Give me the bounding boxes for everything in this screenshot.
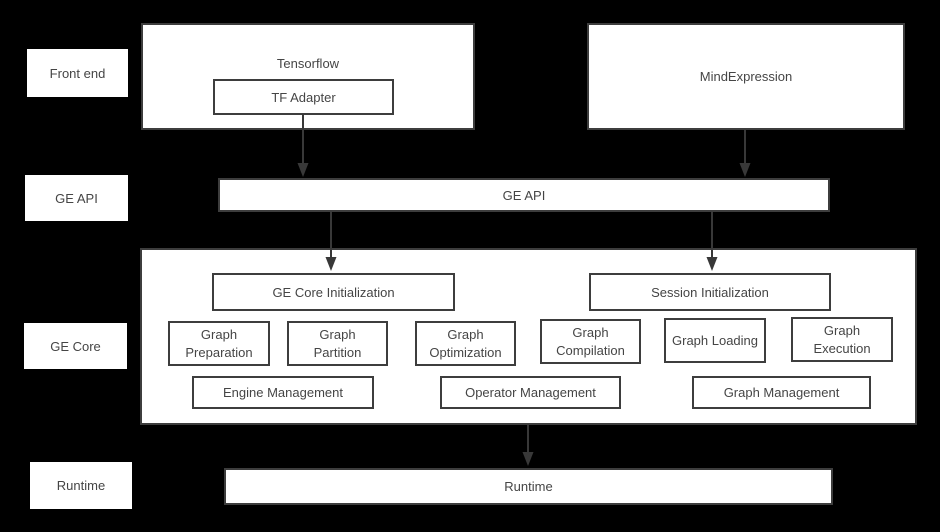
layer-label-ge-core-text: GE Core [50, 338, 101, 354]
manager-operator-management: Operator Management [440, 376, 621, 409]
mindexpression-text: MindExpression [699, 69, 793, 84]
ge-core-initialization-text: GE Core Initialization [272, 284, 395, 300]
layer-label-ge-api: GE API [25, 175, 128, 221]
module-graph-loading: Graph Loading [664, 318, 766, 363]
module-graph-execution-text: Graph Execution [813, 322, 871, 356]
module-graph-partition: Graph Partition [287, 321, 388, 366]
module-graph-compilation-text: Graph Compilation [556, 324, 625, 358]
module-graph-preparation: Graph Preparation [168, 321, 270, 366]
ge-core-initialization-box: GE Core Initialization [212, 273, 455, 311]
arrow-mindexpression-to-ge-api [739, 130, 751, 177]
module-graph-partition-text: Graph Partition [313, 326, 362, 360]
mindexpression-box: MindExpression [587, 23, 905, 130]
manager-graph-management-text: Graph Management [723, 385, 840, 400]
layer-label-ge-core: GE Core [24, 323, 127, 369]
module-graph-compilation: Graph Compilation [540, 319, 641, 364]
manager-engine-management-text: Engine Management [223, 385, 343, 400]
session-initialization-box: Session Initialization [589, 273, 831, 311]
ge-api-bar-text: GE API [502, 187, 546, 203]
layer-label-ge-api-text: GE API [55, 190, 98, 206]
arrow-ge-core-to-runtime [522, 425, 534, 466]
module-graph-loading-text: Graph Loading [672, 332, 759, 348]
layer-label-front-end-text: Front end [49, 65, 106, 81]
module-graph-preparation-text: Graph Preparation [185, 326, 253, 360]
layer-label-runtime: Runtime [30, 462, 132, 509]
runtime-bar: Runtime [224, 468, 833, 505]
session-initialization-text: Session Initialization [651, 284, 769, 300]
layer-label-front-end: Front end [27, 49, 128, 97]
layer-label-runtime-text: Runtime [56, 478, 106, 493]
module-graph-execution: Graph Execution [791, 317, 893, 362]
manager-engine-management: Engine Management [192, 376, 374, 409]
module-graph-optimization: Graph Optimization [415, 321, 516, 366]
ge-api-bar: GE API [218, 178, 830, 212]
module-graph-optimization-text: Graph Optimization [429, 326, 502, 360]
tensorflow-title: Tensorflow [276, 56, 340, 71]
runtime-bar-text: Runtime [504, 479, 553, 494]
manager-operator-management-text: Operator Management [465, 385, 596, 400]
manager-graph-management: Graph Management [692, 376, 871, 409]
tf-adapter-text: TF Adapter [271, 89, 336, 105]
tf-adapter-box: TF Adapter [213, 79, 394, 115]
